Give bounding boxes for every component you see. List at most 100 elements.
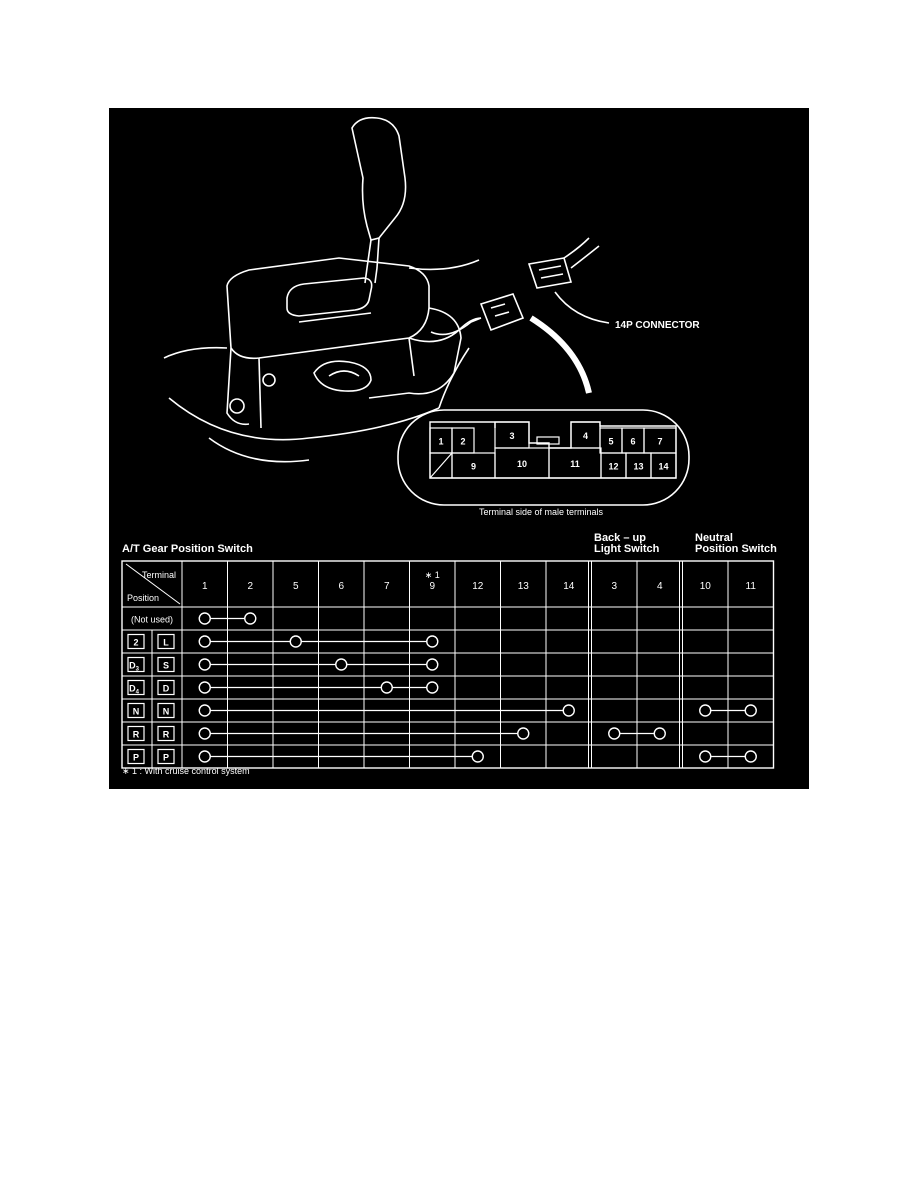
column-header-9: 9 bbox=[429, 581, 435, 592]
column-header-6: 6 bbox=[338, 581, 344, 592]
continuity-dot-terminal-9 bbox=[426, 658, 439, 671]
pin-14-cavity bbox=[650, 452, 677, 479]
column-header-1: 1 bbox=[202, 581, 208, 592]
continuity-dot-terminal-2 bbox=[244, 612, 257, 625]
continuity-dot-terminal-13 bbox=[517, 727, 530, 740]
pin-5-label: 5 bbox=[608, 437, 613, 447]
position-box bbox=[157, 679, 175, 696]
position-box bbox=[127, 633, 145, 650]
position-R-label: R bbox=[163, 730, 170, 740]
position-P-label: P bbox=[133, 753, 139, 763]
pin-3-label: 3 bbox=[509, 431, 514, 441]
backup-switch-title-1: Back – up bbox=[594, 532, 646, 544]
pin-7-label: 7 bbox=[657, 437, 662, 447]
neutral-switch-title-1: Neutral bbox=[695, 532, 733, 544]
continuity-dot-terminal-1 bbox=[198, 704, 211, 717]
continuity-dot-terminal-1 bbox=[198, 727, 211, 740]
pin-10-label: 10 bbox=[517, 459, 527, 469]
continuity-dot-terminal-9 bbox=[426, 681, 439, 694]
position-2-label: 2 bbox=[133, 638, 138, 648]
continuity-dot-terminal-12 bbox=[471, 750, 484, 763]
position-box bbox=[157, 633, 175, 650]
table-row: D3 S bbox=[127, 653, 439, 676]
position-D4-label: D4 bbox=[129, 684, 140, 696]
connector-latch bbox=[536, 436, 560, 445]
continuity-dot-terminal-11 bbox=[744, 750, 757, 763]
pin-12-label: 12 bbox=[608, 462, 618, 472]
position-box bbox=[127, 748, 145, 765]
column-header-3: 3 bbox=[611, 581, 617, 592]
gear-switch-title: A/T Gear Position Switch bbox=[122, 543, 253, 555]
position-box bbox=[127, 679, 145, 696]
column-header-12: 12 bbox=[472, 581, 484, 592]
header-terminal: Terminal bbox=[142, 570, 176, 580]
position-box bbox=[157, 725, 175, 742]
continuity-dot-terminal-10 bbox=[699, 750, 712, 763]
position-L-label: L bbox=[163, 638, 169, 648]
position-D3-label: D3 bbox=[129, 661, 140, 673]
continuity-dot-terminal-5 bbox=[289, 635, 302, 648]
header-diagonal bbox=[125, 563, 181, 605]
position-N-label: N bbox=[163, 707, 170, 717]
continuity-dot-terminal-11 bbox=[744, 704, 757, 717]
gear-shifter-drawing bbox=[163, 116, 610, 463]
column-header-13: 13 bbox=[518, 581, 530, 592]
terminal-side-caption: Terminal side of male terminals bbox=[479, 507, 604, 517]
continuity-dot-terminal-1 bbox=[198, 612, 211, 625]
continuity-dot-terminal-10 bbox=[699, 704, 712, 717]
connector-label: 14P CONNECTOR bbox=[615, 320, 700, 331]
continuity-dot-terminal-4 bbox=[653, 727, 666, 740]
pin-1-label: 1 bbox=[438, 437, 443, 447]
position-box bbox=[127, 656, 145, 673]
position-P-label: P bbox=[163, 753, 169, 763]
pin-14-label: 14 bbox=[658, 462, 668, 472]
cruise-control-mark: ∗ 1 bbox=[425, 570, 440, 580]
table-row: D4 D bbox=[127, 676, 439, 699]
continuity-dot-terminal-1 bbox=[198, 750, 211, 763]
position-box bbox=[127, 702, 145, 719]
pin-blank-slash bbox=[429, 452, 453, 479]
footnote: ∗ 1 : With cruise control system bbox=[122, 766, 250, 776]
continuity-dot-terminal-7 bbox=[380, 681, 393, 694]
position-D-label: D bbox=[163, 684, 170, 694]
continuity-dot-terminal-14 bbox=[562, 704, 575, 717]
table-row: (Not used) bbox=[131, 612, 257, 625]
position-box bbox=[157, 702, 175, 719]
column-header-4: 4 bbox=[657, 581, 663, 592]
neutral-switch-title-2: Position Switch bbox=[695, 543, 777, 555]
position-N-label: N bbox=[133, 707, 140, 717]
position-box bbox=[127, 725, 145, 742]
pin-6-label: 6 bbox=[630, 437, 635, 447]
column-header-5: 5 bbox=[293, 581, 299, 592]
pin-11-label: 11 bbox=[570, 459, 580, 469]
pin-13-label: 13 bbox=[633, 462, 643, 472]
position-label: (Not used) bbox=[131, 615, 173, 625]
header-position: Position bbox=[127, 593, 159, 603]
backup-switch-title-2: Light Switch bbox=[594, 543, 660, 555]
column-header-10: 10 bbox=[700, 581, 712, 592]
position-box bbox=[157, 656, 175, 673]
position-R-label: R bbox=[133, 730, 140, 740]
position-S-label: S bbox=[163, 661, 169, 671]
continuity-dot-terminal-3 bbox=[608, 727, 621, 740]
connector-face-outline bbox=[397, 409, 690, 506]
column-header-11: 11 bbox=[746, 581, 757, 592]
column-header-2: 2 bbox=[247, 581, 253, 592]
continuity-dot-terminal-9 bbox=[426, 635, 439, 648]
continuity-dot-terminal-6 bbox=[335, 658, 348, 671]
continuity-dot-terminal-1 bbox=[198, 681, 211, 694]
continuity-dot-terminal-1 bbox=[198, 635, 211, 648]
continuity-dot-terminal-1 bbox=[198, 658, 211, 671]
pin-9-label: 9 bbox=[471, 462, 476, 472]
column-header-7: 7 bbox=[384, 581, 390, 592]
pin-2-label: 2 bbox=[460, 437, 465, 447]
column-header-14: 14 bbox=[563, 581, 575, 592]
